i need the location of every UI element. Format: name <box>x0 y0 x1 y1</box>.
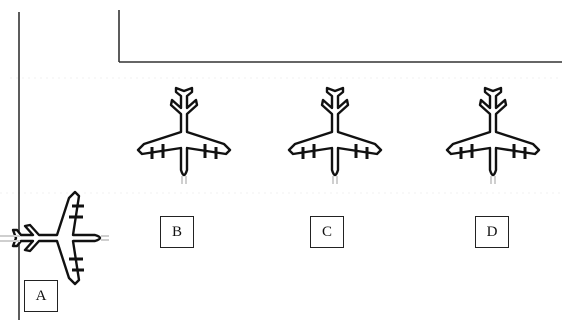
gate-label-d: D <box>475 216 509 248</box>
gate-label-c: C <box>310 216 344 248</box>
exhaust-streak <box>0 235 20 242</box>
gate-label-b-text: B <box>171 223 182 240</box>
airplane-icon <box>445 86 541 186</box>
gate-label-b: B <box>160 216 194 248</box>
airplane-icon <box>136 86 232 186</box>
gate-label-a-text: A <box>35 287 47 304</box>
gate-label-d-text: D <box>486 223 498 240</box>
airplane-icon <box>287 86 383 186</box>
gate-label-a: A <box>24 280 58 312</box>
airplane-icon <box>11 190 111 286</box>
gate-label-c-text: C <box>321 223 332 240</box>
